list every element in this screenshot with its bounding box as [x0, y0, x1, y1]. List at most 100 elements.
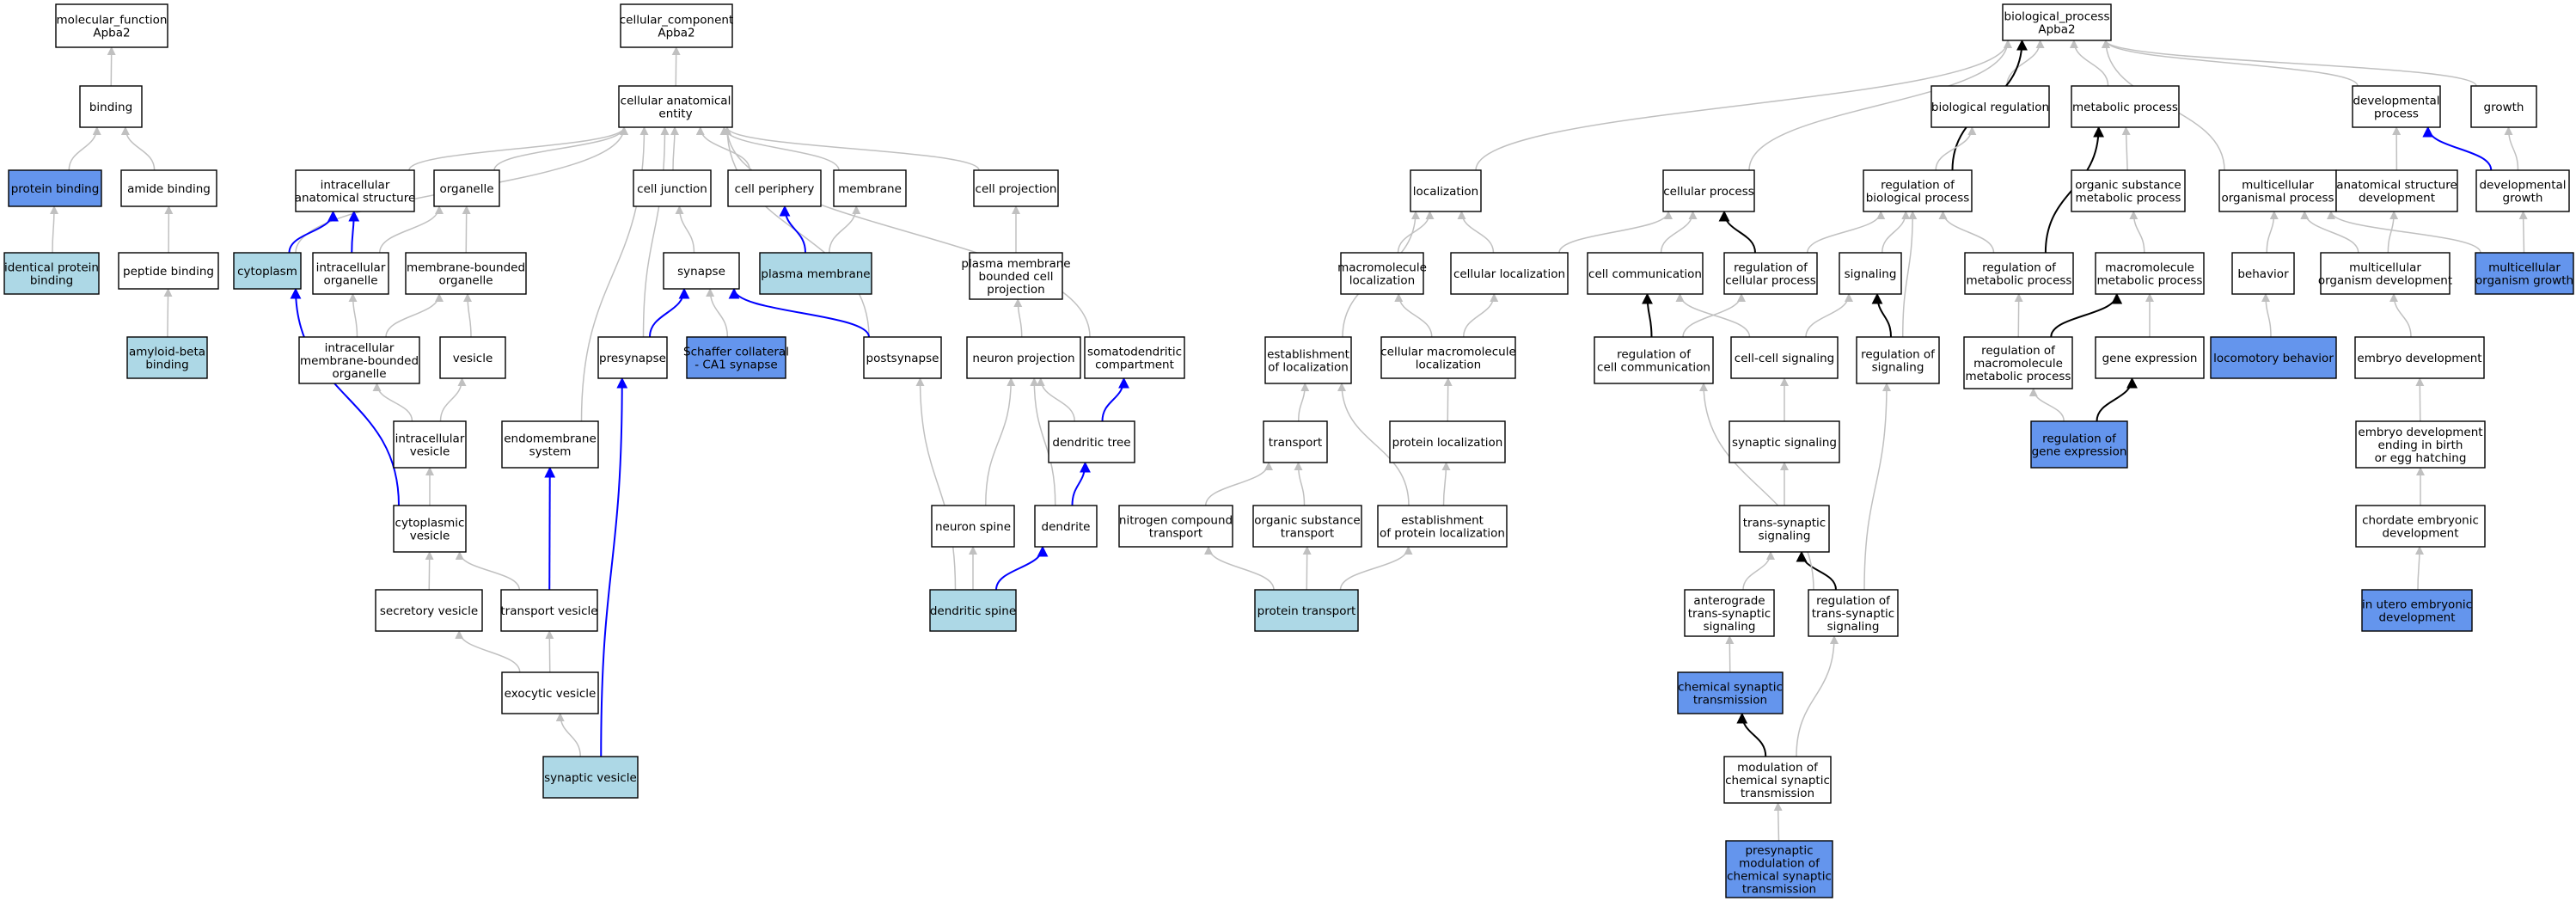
node-cellloc[interactable]: cellular localization — [1450, 252, 1569, 295]
node-transport[interactable]: transport — [1263, 420, 1328, 463]
node-synvesicle[interactable]: synaptic vesicle — [542, 756, 639, 799]
node-behavior[interactable]: behavior — [2231, 252, 2295, 295]
node-plasmamem[interactable]: plasma membrane — [759, 252, 872, 295]
node-label-neuronspine: neuron spine — [935, 520, 1011, 534]
node-exovesicle[interactable]: exocytic vesicle — [501, 671, 599, 714]
node-box-vesicle — [439, 336, 506, 379]
node-label-cytoplasm: cytoplasm — [237, 265, 297, 279]
node-dendrite[interactable]: dendrite — [1034, 505, 1098, 548]
node-signaling[interactable]: signaling — [1839, 252, 1902, 295]
node-cellcell[interactable]: cell-cell signaling — [1730, 336, 1839, 379]
edge-macroloc-to-localization — [1397, 211, 1435, 254]
node-schaffer[interactable]: Schaffer collateral- CA1 synapse — [683, 336, 789, 379]
node-transvesicle[interactable]: transport vesicle — [500, 589, 598, 632]
node-locomotory[interactable]: locomotory behavior — [2210, 336, 2337, 379]
node-label-anterograde: signaling — [1704, 620, 1756, 634]
node-cellproc[interactable]: cellular process — [1662, 169, 1755, 212]
node-box-binding — [79, 85, 143, 128]
node-growth[interactable]: growth — [2470, 85, 2537, 128]
node-label-devproc: developmental — [2353, 95, 2439, 108]
node-neuronspine[interactable]: neuron spine — [931, 505, 1015, 548]
node-synapse[interactable]: synapse — [663, 252, 740, 290]
edge-regmacromet-to-macromet — [2050, 292, 2123, 338]
node-neuronproj[interactable]: neuron projection — [966, 336, 1081, 379]
node-cellproj[interactable]: cell projection — [973, 169, 1059, 207]
node-dendspine[interactable]: dendritic spine — [929, 589, 1017, 632]
node-metproc[interactable]: metabolic process — [2071, 85, 2180, 128]
node-label-pmbcp: bounded cell — [979, 270, 1054, 284]
node-label-endomem: system — [529, 445, 572, 459]
node-protloc[interactable]: protein localization — [1389, 420, 1506, 463]
node-celljunc[interactable]: cell junction — [633, 169, 712, 207]
node-cytoplasm[interactable]: cytoplasm — [233, 252, 302, 290]
node-binding[interactable]: binding — [79, 85, 143, 128]
node-membrane[interactable]: membrane — [833, 169, 907, 207]
node-label-regsig: signaling — [1872, 361, 1924, 375]
node-box-endomem — [501, 420, 599, 469]
node-presynapse[interactable]: presynapse — [597, 336, 668, 379]
node-cellcomm[interactable]: cell communication — [1587, 252, 1704, 295]
node-bioreg[interactable]: biological regulation — [1930, 85, 2050, 128]
node-geneexp[interactable]: gene expression — [2095, 336, 2205, 379]
node-cellperi[interactable]: cell periphery — [727, 169, 822, 207]
node-vesicle[interactable]: vesicle — [439, 336, 506, 379]
node-synsig[interactable]: synaptic signaling — [1729, 420, 1840, 463]
node-localization[interactable]: localization — [1410, 169, 1482, 212]
node-dendtree[interactable]: dendritic tree — [1048, 420, 1135, 463]
node-box-postsynapse — [863, 336, 942, 379]
node-prottrans[interactable]: protein transport — [1254, 589, 1359, 632]
node-protbind[interactable]: protein binding — [8, 169, 102, 207]
node-amidebind[interactable]: amide binding — [120, 169, 217, 207]
node-secvesicle[interactable]: secretory vesicle — [375, 589, 483, 632]
node-embryodev[interactable]: embryo development — [2354, 336, 2485, 379]
node-postsynapse[interactable]: postsynapse — [863, 336, 942, 379]
node-pepbind[interactable]: peptide binding — [118, 252, 219, 290]
node-organelle[interactable]: organelle — [433, 169, 500, 207]
